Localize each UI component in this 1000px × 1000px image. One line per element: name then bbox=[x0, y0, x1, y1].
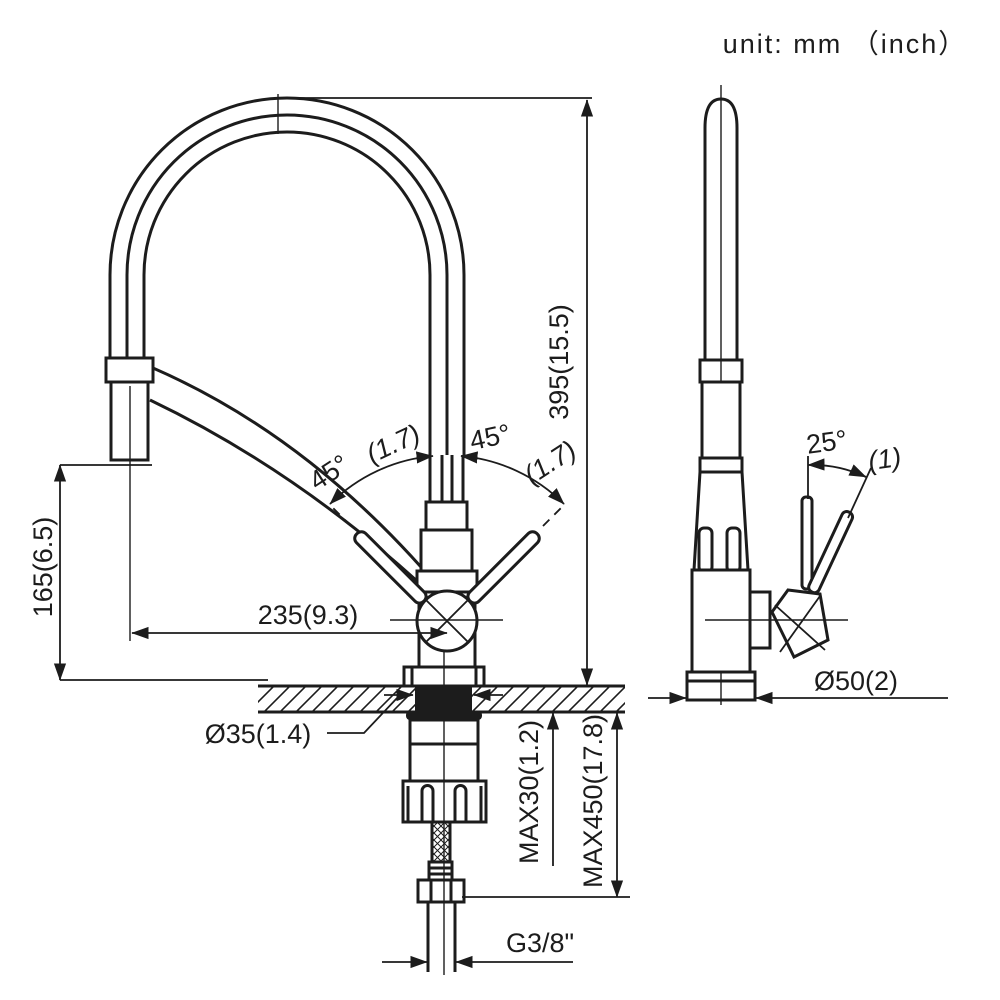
lever-left-45 bbox=[353, 530, 428, 605]
dim-spout-height-label: 165(6.5) bbox=[28, 517, 58, 618]
swing-left-inch-label: (1.7) bbox=[362, 419, 425, 470]
front-view bbox=[104, 94, 562, 975]
dim-deck-thickness-label: MAX30(1.2) bbox=[514, 720, 544, 864]
side-sprayhead-tube-left bbox=[697, 526, 714, 574]
lever-left-extension bbox=[332, 507, 352, 527]
swing-right-angle-label: 45° bbox=[467, 418, 513, 456]
hose-collar bbox=[427, 860, 454, 882]
dim-thread-label: G3/8" bbox=[506, 928, 574, 958]
side-lever-tilted bbox=[807, 510, 855, 595]
neck-tubes bbox=[428, 455, 465, 502]
unit-note: unit: mm （inch） bbox=[723, 29, 968, 59]
hose-curve-upper bbox=[152, 366, 423, 569]
hex-nut bbox=[416, 878, 466, 904]
swing-right-inch-label: (1.7) bbox=[519, 435, 582, 490]
hole-leader-line bbox=[327, 696, 399, 734]
dim-base-diameter-label: Ø50(2) bbox=[814, 666, 898, 696]
side-sprayhead-tube-right bbox=[725, 526, 742, 574]
dim-hose-length-label: MAX450(17.8) bbox=[578, 714, 608, 888]
lever-right-45 bbox=[466, 530, 541, 605]
swing-arc-right bbox=[460, 451, 565, 505]
inlet-pipe bbox=[426, 902, 457, 972]
ext-lines-spout-height bbox=[60, 464, 268, 681]
ball-housing bbox=[415, 569, 479, 594]
under-counter-assembly bbox=[401, 650, 488, 975]
neck-block-upper bbox=[424, 500, 469, 532]
dim-hole-label: Ø35(1.4) bbox=[205, 719, 312, 749]
side-view bbox=[685, 85, 855, 705]
dim-total-height-label: 395(15.5) bbox=[544, 304, 574, 420]
spout-arc-mid bbox=[125, 113, 449, 455]
mounting-nut-slots bbox=[420, 784, 468, 822]
side-joint-band bbox=[698, 456, 744, 474]
countertop bbox=[258, 684, 625, 720]
spout-arc-inner bbox=[142, 130, 432, 455]
sprayhead-coupler bbox=[104, 356, 155, 384]
spout-arc-outer bbox=[108, 96, 466, 455]
side-lever-vertical bbox=[800, 495, 814, 591]
side-spout-profile bbox=[703, 97, 739, 360]
side-dimensions: 25° (1) Ø50(2) bbox=[648, 424, 948, 705]
dim-handle-angle-label: 25° bbox=[804, 424, 849, 459]
braided-hose bbox=[430, 820, 452, 864]
neck-block-lower bbox=[419, 528, 474, 573]
side-handle-base-cross bbox=[774, 595, 826, 653]
tilt-ref-inclined bbox=[847, 467, 872, 519]
lever-right-extension bbox=[542, 507, 562, 527]
swing-arc-left bbox=[329, 451, 434, 505]
side-main-body bbox=[690, 568, 752, 674]
dim-handle-angle-inch-label: (1) bbox=[866, 442, 903, 476]
side-flare bbox=[692, 471, 750, 571]
tilt-arc bbox=[807, 458, 867, 478]
side-upper-body bbox=[700, 380, 742, 460]
front-dimensions: 395(15.5) 165(6.5) 235(9.3) 45° (1.7) 45… bbox=[28, 97, 630, 969]
dim-reach-label: 235(9.3) bbox=[258, 600, 359, 630]
